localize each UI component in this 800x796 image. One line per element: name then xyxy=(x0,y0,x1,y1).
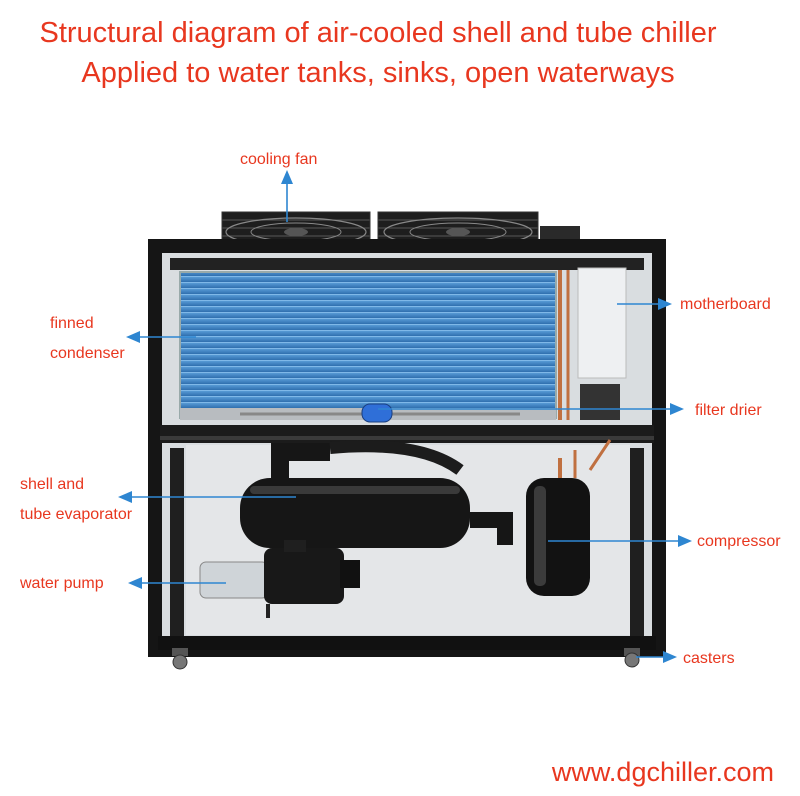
caster-left xyxy=(172,648,188,670)
label-tube-evaporator: tube evaporator xyxy=(20,506,133,523)
label-compressor: compressor xyxy=(697,533,781,550)
compressor xyxy=(526,439,612,596)
arrow-filter-drier xyxy=(378,403,684,415)
diagram-subtitle: Applied to water tanks, sinks, open wate… xyxy=(81,57,675,89)
shell-and-tube-evaporator xyxy=(240,440,513,548)
label-casters: casters xyxy=(683,650,735,667)
arrow-finned-condenser xyxy=(126,331,196,343)
diagram-title: Structural diagram of air-cooled shell a… xyxy=(39,17,717,49)
arrow-cooling-fan xyxy=(281,170,293,222)
label-shell-and: shell and xyxy=(20,476,85,493)
arrow-motherboard xyxy=(617,298,672,310)
label-motherboard: motherboard xyxy=(680,296,771,313)
arrow-casters xyxy=(636,651,677,663)
arrow-evaporator xyxy=(118,491,296,503)
base-rail xyxy=(158,636,656,650)
control-valves xyxy=(580,384,620,420)
label-filter-drier: filter drier xyxy=(695,402,762,419)
caster-right xyxy=(624,648,640,668)
water-pump xyxy=(199,540,360,618)
label-condenser: condenser xyxy=(50,345,125,362)
motherboard-panel xyxy=(577,267,627,379)
finned-condenser xyxy=(179,270,570,420)
label-cooling-fan: cooling fan xyxy=(240,151,318,168)
label-water-pump: water pump xyxy=(20,575,104,592)
website-url: www.dgchiller.com xyxy=(551,757,774,787)
label-finned: finned xyxy=(50,315,94,332)
arrow-water-pump xyxy=(128,577,226,589)
arrow-compressor xyxy=(548,535,692,547)
